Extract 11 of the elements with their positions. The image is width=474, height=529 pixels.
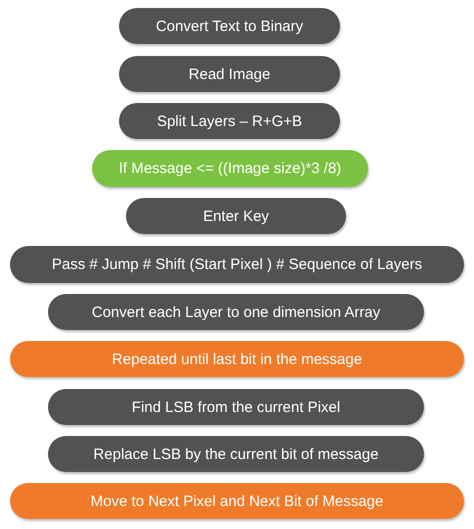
process-box: Convert Text to Binary — [119, 8, 340, 44]
process-box: Replace LSB by the current bit of message — [48, 436, 424, 472]
decision-box: If Message <= ((Image size)*3 /8) — [92, 150, 368, 187]
process-box: Find LSB from the current Pixel — [48, 389, 424, 425]
process-box: Enter Key — [126, 198, 346, 234]
loop-box: Repeated until last bit in the message — [10, 341, 464, 377]
process-box: Read Image — [119, 56, 340, 92]
loop-box: Move to Next Pixel and Next Bit of Message — [10, 483, 464, 519]
process-box: Split Layers – R+G+B — [119, 103, 340, 139]
process-box: Pass # Jump # Shift (Start Pixel ) # Sequence of Layers — [10, 246, 464, 283]
process-box: Convert each Layer to one dimension Array — [48, 294, 424, 330]
